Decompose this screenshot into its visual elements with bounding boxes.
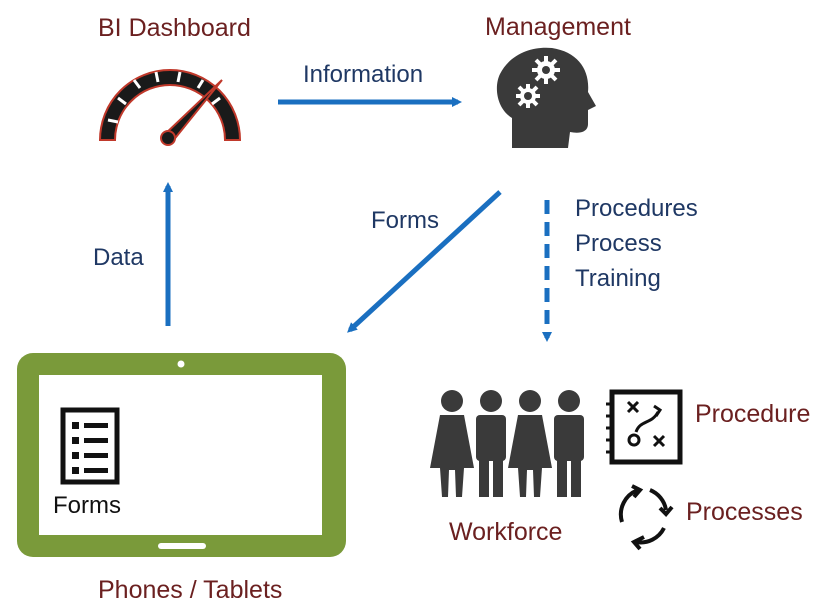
- arrow-forms: [347, 190, 502, 333]
- people-icon: [430, 390, 584, 497]
- tablet-icon: [17, 353, 346, 557]
- workforce-label: Workforce: [449, 518, 563, 546]
- information-label: Information: [303, 61, 424, 88]
- head-gears-icon: [496, 47, 596, 148]
- speedometer-icon: [98, 69, 242, 146]
- form-list-icon: [60, 407, 120, 485]
- process-label: Process: [575, 230, 662, 257]
- processes-label: Processes: [686, 498, 803, 526]
- strategy-board-icon: [606, 389, 683, 465]
- procedure-label: Procedure: [695, 400, 811, 428]
- tablet-label: Phones / Tablets: [98, 576, 283, 604]
- cycle-arrows-icon: [618, 484, 674, 551]
- management-label: Management: [485, 13, 631, 41]
- procedures-label: Procedures: [575, 195, 698, 222]
- dashboard-label: BI Dashboard: [98, 14, 251, 42]
- tablet-forms-label: Forms: [53, 492, 121, 519]
- data-label: Data: [93, 244, 144, 271]
- forms-edge-label: Forms: [371, 207, 439, 234]
- training-label: Training: [575, 265, 661, 292]
